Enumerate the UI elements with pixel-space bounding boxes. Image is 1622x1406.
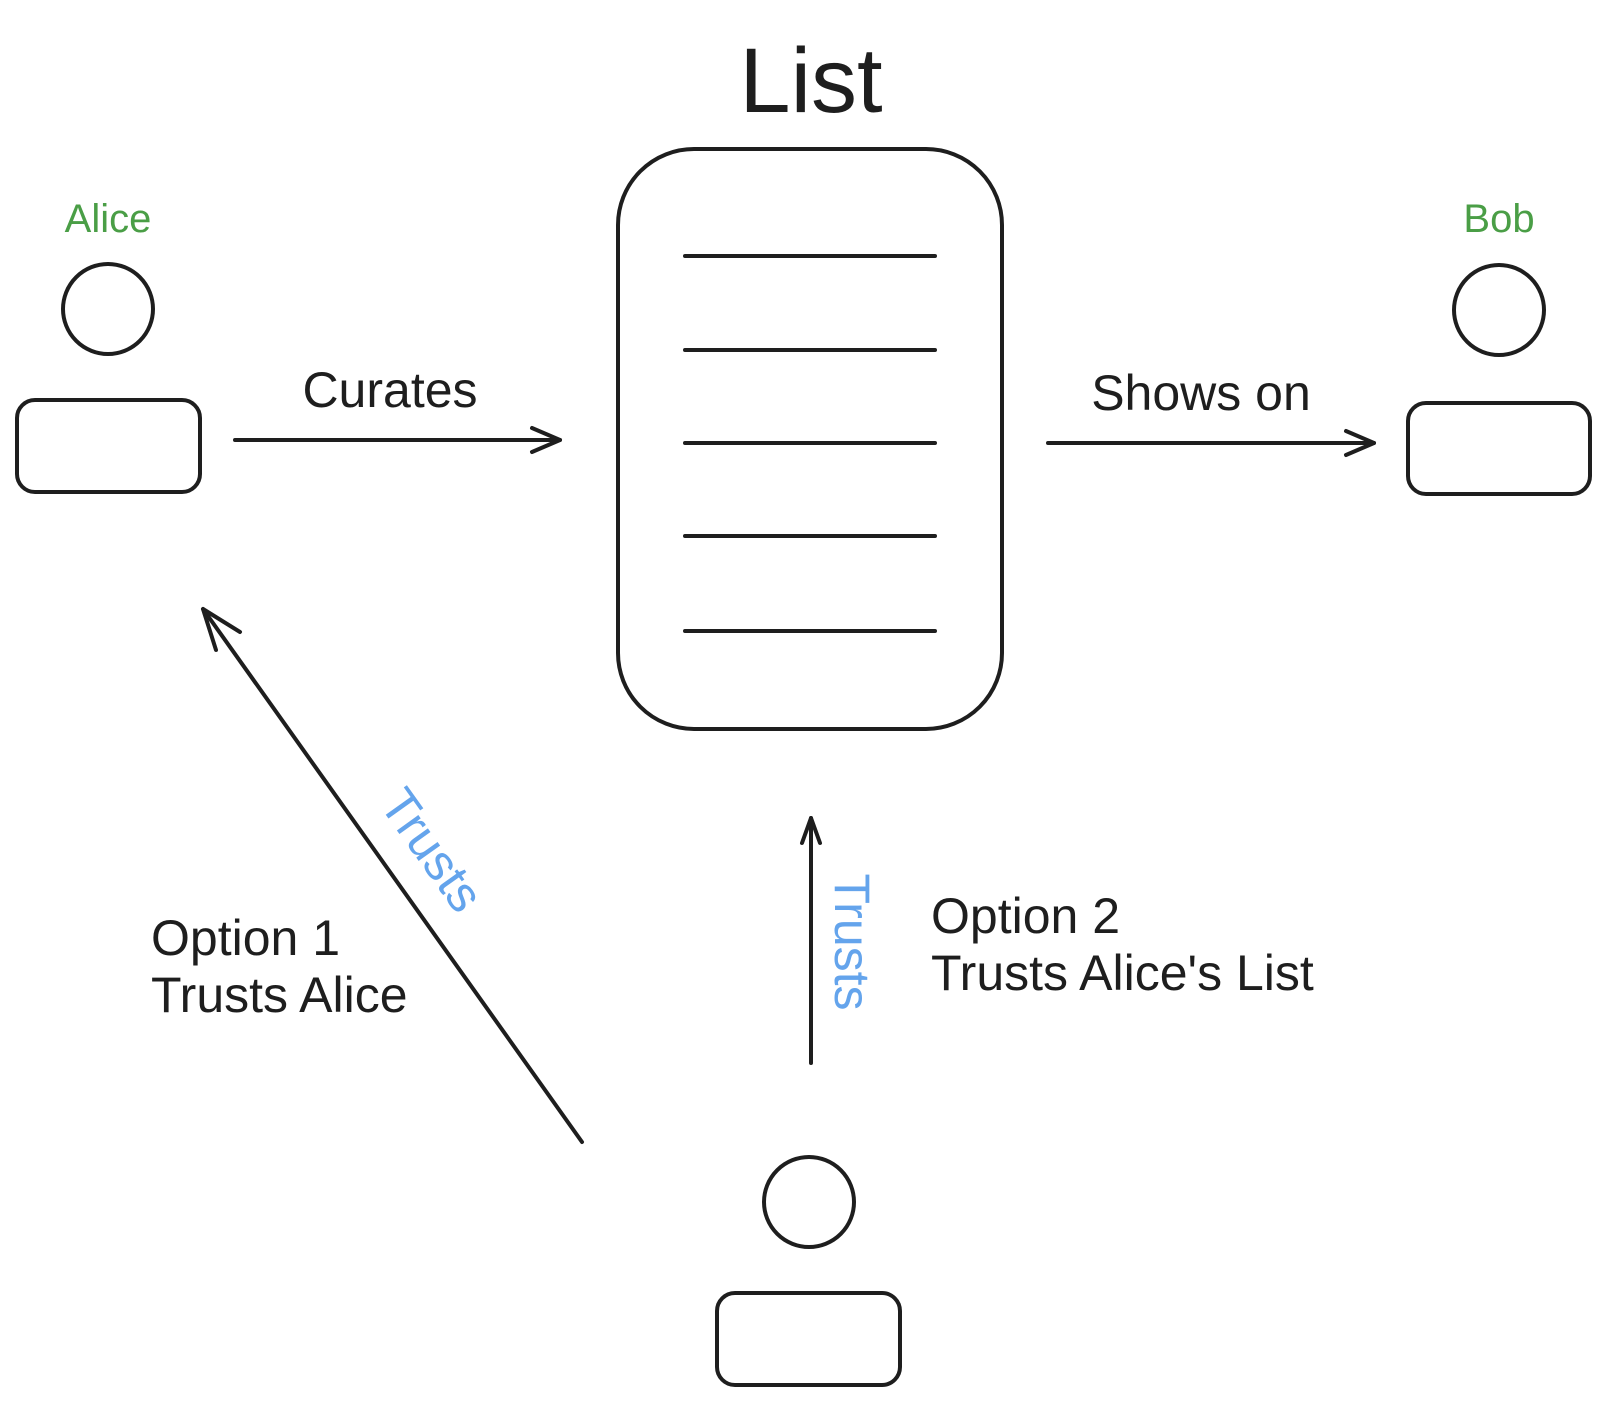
curates-label: Curates <box>302 362 477 418</box>
trust-label-option-1: Trusts <box>369 778 494 922</box>
shows-on-label: Shows on <box>1091 365 1311 421</box>
list-box <box>616 147 1004 731</box>
option-1-text: Option 1 Trusts Alice <box>151 910 408 1023</box>
actor-alice: Alice <box>15 197 202 494</box>
person-body-icon <box>715 1291 902 1387</box>
arrow-head-icon <box>800 816 822 845</box>
option-1-detail: Trusts Alice <box>151 967 408 1023</box>
curates-arrow: Curates <box>233 362 562 454</box>
arrow-head-icon <box>201 607 242 652</box>
actor-name-alice: Alice <box>65 197 152 241</box>
person-head-icon <box>61 262 155 356</box>
person-head-icon <box>1452 263 1546 357</box>
arrow-head-icon <box>1344 429 1376 457</box>
person-body-icon <box>1406 401 1592 496</box>
option-2-heading: Option 2 <box>931 888 1120 944</box>
option-1-heading: Option 1 <box>151 910 340 966</box>
actor-bob: Bob <box>1406 197 1592 496</box>
person-head-icon <box>762 1155 856 1249</box>
actor-name-bob: Bob <box>1463 197 1534 241</box>
option-2-detail: Trusts Alice's List <box>931 945 1314 1001</box>
trust-arrow-option-1: Trusts <box>201 607 584 1144</box>
list-title: List <box>739 30 882 132</box>
list-document <box>616 147 1004 731</box>
actor-viewer <box>715 1155 902 1387</box>
arrow-head-icon <box>530 426 562 454</box>
arrow-line <box>201 607 584 1144</box>
trust-arrow-option-2: Trusts <box>800 816 880 1065</box>
shows-on-arrow: Shows on <box>1046 365 1376 457</box>
trust-label-option-2: Trusts <box>824 873 880 1010</box>
person-body-icon <box>15 398 202 494</box>
option-2-text: Option 2 Trusts Alice's List <box>931 888 1314 1001</box>
